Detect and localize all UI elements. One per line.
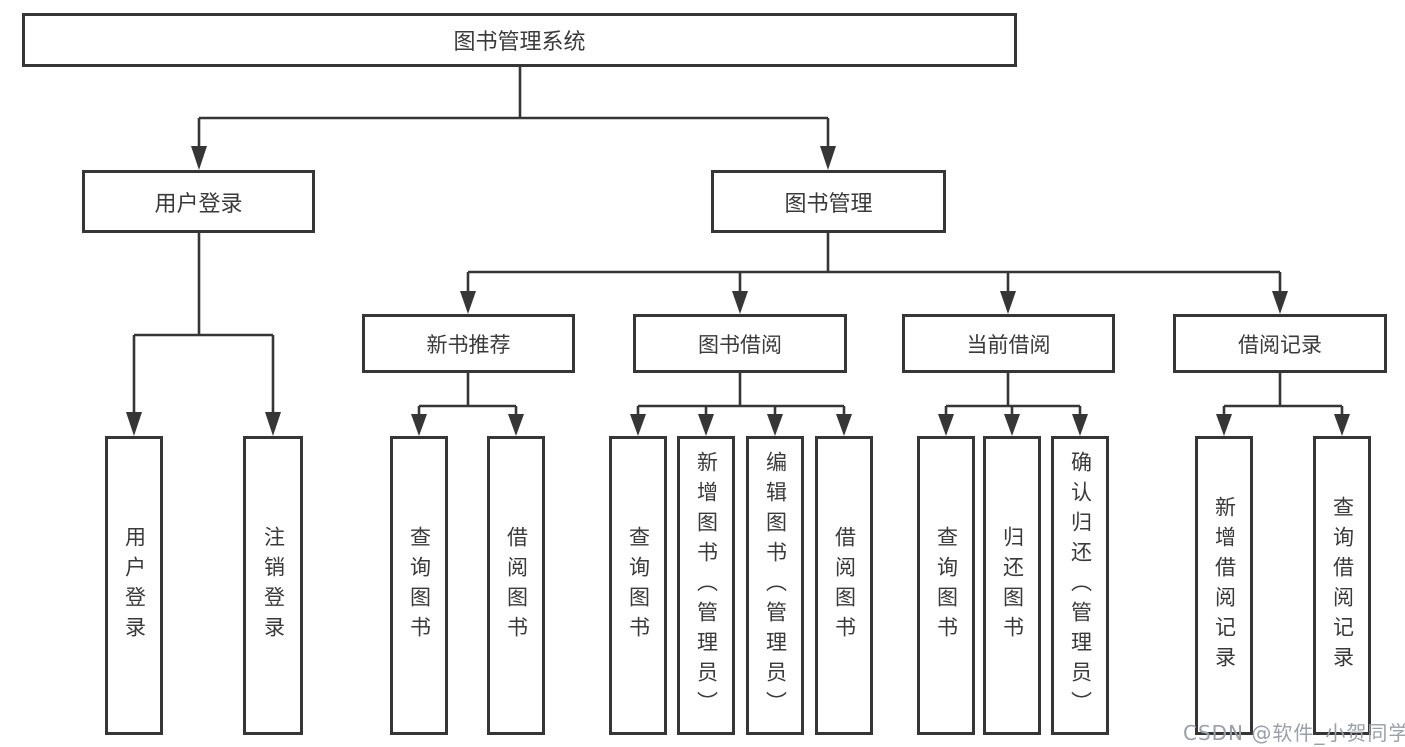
node-label: 编辑图书（管理员）	[763, 450, 788, 721]
node-label: 查询图书	[407, 525, 432, 646]
leaf-recommend-borrow-books: 借阅图书	[487, 436, 545, 735]
node-book-borrow: 图书借阅	[633, 314, 847, 373]
leaf-current-query-books: 查询图书	[917, 436, 975, 735]
node-label: 新书推荐	[426, 332, 511, 357]
leaf-recommend-query-books: 查询图书	[390, 436, 448, 735]
leaf-edit-books-admin: 编辑图书（管理员）	[746, 436, 804, 735]
node-borrow-records: 借阅记录	[1173, 314, 1387, 373]
node-label: 用户登录	[154, 191, 243, 217]
node-current-borrow: 当前借阅	[902, 314, 1115, 373]
leaf-user-login: 用户登录	[105, 436, 163, 735]
node-label: 借阅记录	[1238, 332, 1322, 357]
node-new-book-recommend: 新书推荐	[362, 314, 575, 373]
node-book-management: 图书管理	[711, 170, 946, 233]
csdn-watermark: CSDN @软件_小贺同学	[1183, 721, 1405, 745]
node-label: 图书借阅	[698, 332, 782, 357]
node-label: 新增图书（管理员）	[694, 450, 719, 721]
node-label: 当前借阅	[966, 332, 1051, 357]
node-label: 查询图书	[626, 525, 651, 646]
node-label: 新增借阅记录	[1212, 495, 1237, 676]
node-label: 图书管理	[784, 191, 873, 217]
node-label: 借阅图书	[504, 525, 529, 646]
node-label: 查询借阅记录	[1330, 495, 1355, 676]
node-label: 借阅图书	[832, 525, 857, 646]
node-label: 图书管理系统	[453, 30, 586, 55]
node-user-login-group: 用户登录	[82, 170, 315, 233]
leaf-return-books: 归还图书	[983, 436, 1041, 735]
node-label: 归还图书	[1000, 525, 1025, 646]
node-label: 查询图书	[934, 525, 959, 646]
node-label: 用户登录	[122, 525, 147, 646]
node-label: 确认归还（管理员）	[1068, 450, 1093, 721]
leaf-borrow-query-books: 查询图书	[609, 436, 667, 735]
node-label: 注销登录	[261, 525, 286, 646]
leaf-borrow-books: 借阅图书	[815, 436, 873, 735]
leaf-query-borrow-record: 查询借阅记录	[1313, 436, 1371, 735]
leaf-logout: 注销登录	[243, 436, 303, 735]
leaf-confirm-return-admin: 确认归还（管理员）	[1051, 436, 1109, 735]
leaf-add-books-admin: 新增图书（管理员）	[677, 436, 735, 735]
leaf-add-borrow-record: 新增借阅记录	[1195, 436, 1253, 735]
node-library-management-system: 图书管理系统	[22, 13, 1017, 67]
